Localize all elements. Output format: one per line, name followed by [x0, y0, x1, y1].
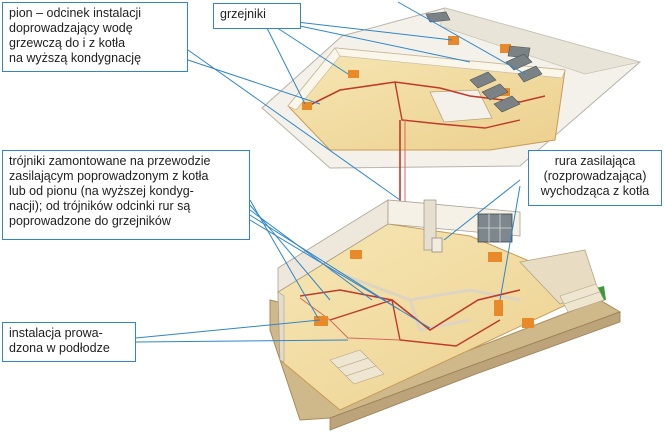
callout-radiators-label: grzejniki: [220, 7, 266, 21]
callout-riser-line: doprowadzający wodę: [9, 21, 133, 35]
radiator-icon: [302, 102, 312, 110]
callout-tees-line: poprowadzone do grzejników: [9, 214, 171, 228]
chimney: [423, 199, 437, 251]
foundation-front: [329, 311, 621, 431]
callout-floor-installation-line: dzona w podłodze: [9, 341, 110, 355]
callout-riser-line: grzewczą do i z kotła: [9, 36, 126, 50]
radiator-icon: [488, 252, 502, 262]
floor-pipes-3: [299, 297, 401, 341]
roof-window-icon: [425, 11, 543, 113]
partition-walls-2: [408, 299, 471, 332]
radiator-icon: [494, 300, 503, 316]
stair-opening: [429, 89, 493, 123]
upper-floor: [261, 7, 642, 169]
window-icon: [477, 213, 513, 243]
upper-pipes-2: [394, 81, 521, 129]
callout-supply-pipe-line: (rozprowadzająca): [543, 169, 647, 183]
callout-floor-installation-line: instalacja prowa-: [9, 326, 103, 340]
ground-floor: [269, 199, 622, 431]
callout-tees-line: nacji); od trójników odcinki rur są: [9, 199, 191, 213]
radiator-icon: [448, 36, 459, 45]
callout-tees-line: lub od pionu (na wyższej kondyg-: [9, 184, 194, 198]
callout-riser: pion – odcinek instalacji doprowadzający…: [2, 2, 188, 72]
radiator-icon: [500, 44, 511, 53]
callout-riser-line: pion – odcinek instalacji: [9, 6, 142, 20]
terrace-steps: [559, 283, 605, 313]
callout-tees: trójniki zamontowane na przewodzie zasil…: [2, 150, 250, 240]
callout-supply-pipe: rura zasilająca (rozprowadzająca) wychod…: [528, 150, 662, 206]
radiator-icon: [522, 318, 534, 328]
callout-radiators: grzejniki: [213, 3, 301, 29]
callout-floor-installation: instalacja prowa- dzona w podłodze: [2, 322, 136, 362]
callout-riser-line: na wyższą kondygnację: [9, 51, 142, 65]
partition-walls: [329, 268, 521, 302]
radiator-icon: [350, 250, 362, 259]
wall-left: [277, 291, 285, 363]
callout-supply-pipe-line: rura zasilająca: [554, 154, 636, 168]
radiator-icon: [348, 70, 359, 78]
attic-wall-back: [334, 47, 566, 79]
floor-pipes: [299, 289, 521, 331]
callout-tees-line: zasilającym poprowadzonym z kotła: [9, 169, 209, 183]
stairs: [329, 349, 385, 385]
callout-tees-line: trójniki zamontowane na przewodzie: [9, 154, 211, 168]
upper-pipes: [307, 81, 546, 107]
boiler-icon: [431, 237, 443, 253]
radiator-icon: [314, 316, 328, 326]
callout-supply-pipe-line: wychodząca z kotła: [540, 184, 650, 198]
